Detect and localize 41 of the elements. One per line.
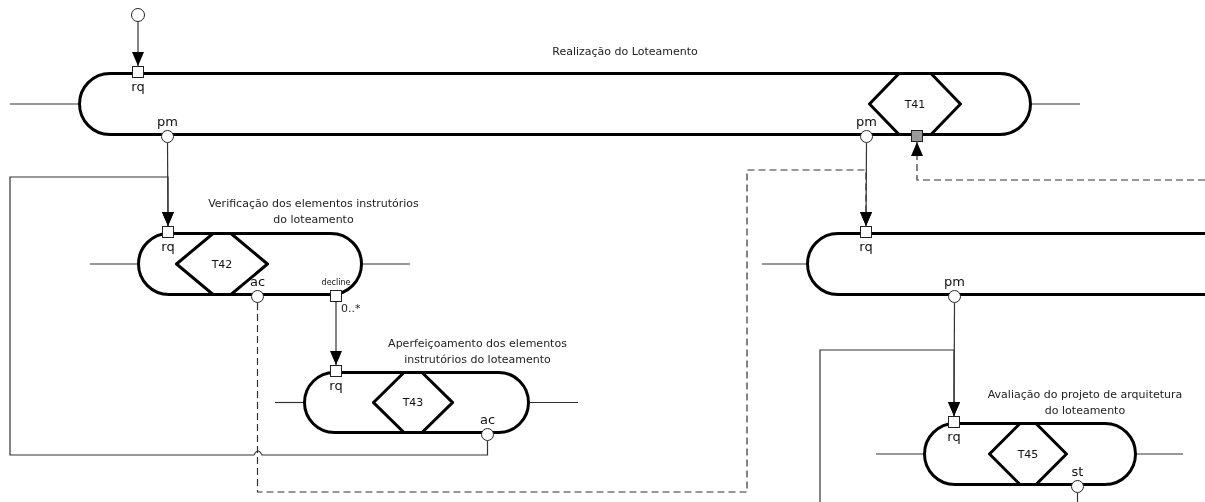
- connector-line: [819, 349, 960, 502]
- port-label: rq: [131, 80, 145, 93]
- port-label: rq: [161, 240, 175, 253]
- transaction-diamond: [988, 422, 1068, 486]
- transaction-diamond: [175, 232, 269, 296]
- transaction-code: T42: [211, 257, 233, 271]
- port-label: st: [1071, 465, 1084, 478]
- port-label: ac: [479, 413, 496, 426]
- port-label: pm: [944, 275, 965, 288]
- connector-line: [274, 401, 304, 404]
- process-title: Verificação dos elementos instrutórios do loteamento: [207, 196, 420, 228]
- connector-line: [1076, 492, 1079, 502]
- connector-line: [9, 103, 79, 105]
- transaction-code: T45: [1017, 447, 1039, 461]
- connector-line: [761, 263, 807, 265]
- process-title: Realização do Loteamento: [551, 44, 699, 60]
- port-square: [911, 130, 923, 142]
- transaction-code: T43: [402, 396, 424, 409]
- connector-line: [529, 401, 579, 404]
- port-label: pm: [856, 115, 877, 128]
- port-label: decline: [321, 279, 351, 287]
- connector-line: [1031, 103, 1081, 105]
- port-label: rq: [329, 379, 343, 392]
- arrow: [860, 142, 873, 227]
- port-label: rq: [859, 240, 873, 253]
- port-circle: [131, 8, 145, 22]
- process-title: Avaliação do projeto de arquitetura do loteamento: [986, 387, 1184, 419]
- transaction-code: T41: [904, 97, 926, 111]
- edge-label: 0..*: [341, 303, 361, 314]
- port-label: ac: [249, 275, 266, 288]
- arrow: [330, 301, 342, 366]
- port-label: pm: [157, 115, 178, 128]
- connector-line: [362, 263, 411, 265]
- transaction-diamond: [372, 371, 454, 434]
- arrow: [132, 21, 144, 67]
- connector-line: [89, 263, 138, 265]
- port-label: rq: [947, 430, 961, 443]
- connector-line: [875, 453, 924, 455]
- connector-line: [1136, 453, 1184, 455]
- connector-line: [911, 141, 1205, 181]
- process-title: Aperfeiçoamento dos elementos instrutórios do loteamento: [387, 336, 568, 368]
